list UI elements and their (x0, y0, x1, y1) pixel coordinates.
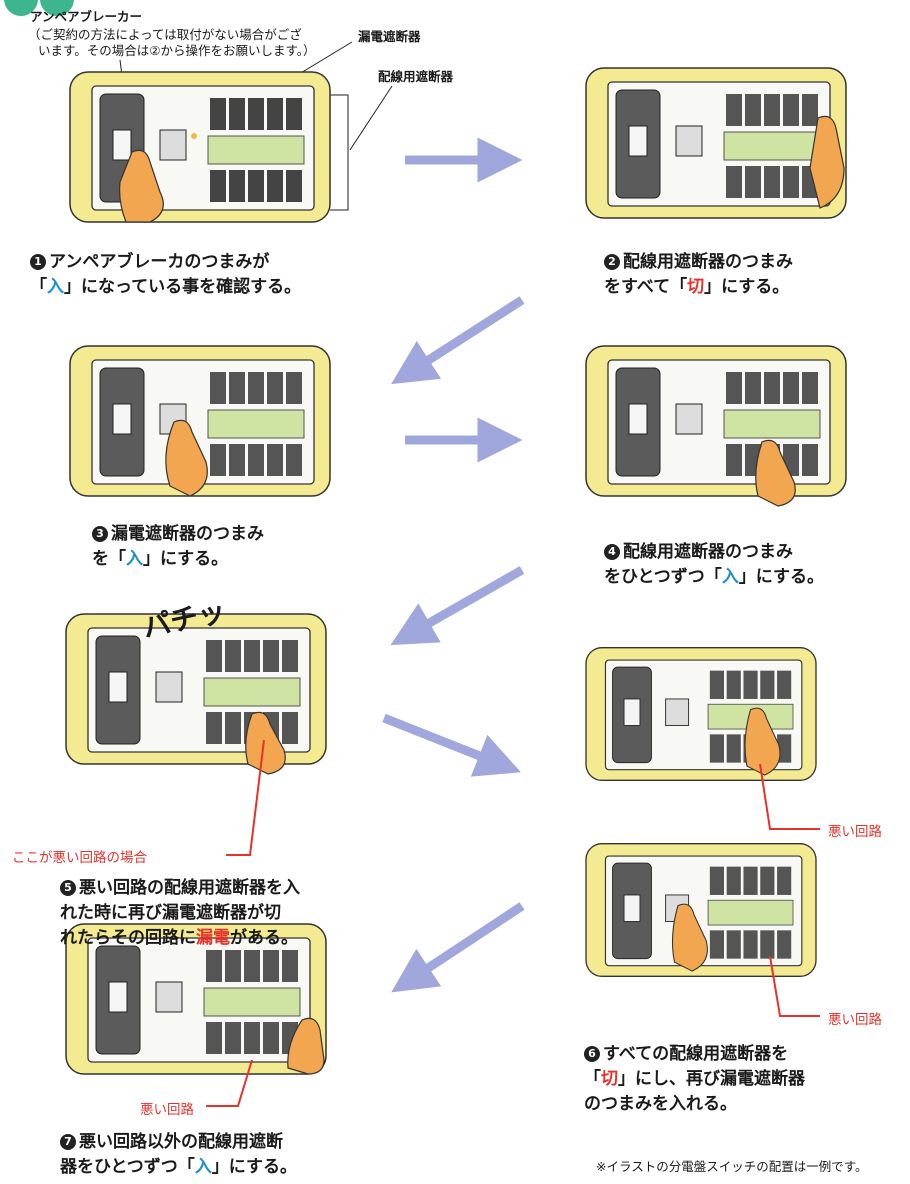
bad-circuit-case-callout: ここが悪い回路の場合 (12, 850, 147, 866)
arrow-down-left-icon (391, 902, 525, 993)
hand-icon (245, 711, 286, 775)
breaker-panel-6a (585, 646, 817, 782)
hand-icon (165, 419, 208, 497)
bad-circuit-callout: 悪い回路 (828, 1012, 882, 1028)
wiring-breakers (210, 98, 302, 202)
hand-icon (809, 115, 845, 209)
hand-icon (287, 1017, 325, 1075)
breaker-panel-2 (585, 67, 847, 219)
ampere-breaker-title: アンペアブレーカー (30, 9, 143, 24)
hand-icon (119, 149, 164, 223)
breaker-panel-7 (65, 923, 327, 1075)
arrow-down-right-icon (382, 713, 521, 777)
ampere-breaker-note: （ご契約の方法によっては取付がない場合がござ (28, 27, 302, 42)
decorative-circle (4, 0, 38, 16)
decorative-circle (40, 0, 74, 16)
leakage-breaker-label: 漏電遮断器 (358, 29, 421, 44)
footnote: ※イラストの分電盤スイッチの配置は一例です。 (596, 1159, 868, 1174)
breaker-panel-6b (585, 842, 817, 978)
ampere-breaker-note: います。その場合は②から操作をお願いします。） (38, 43, 316, 58)
bad-circuit-callout: 悪い回路 (828, 824, 882, 840)
bad-circuit-callout: 悪い回路 (140, 1102, 194, 1118)
hand-icon (744, 707, 781, 776)
breaker-panel-1 (69, 71, 331, 223)
hand-icon (755, 439, 796, 507)
arrow-down-left-icon (391, 296, 525, 385)
breaker-panel-4 (585, 345, 847, 507)
hand-icon (671, 903, 708, 972)
arrow-down-left-icon (390, 566, 525, 646)
breaker-panel-5 (65, 613, 327, 775)
breaker-panel-3 (69, 345, 331, 497)
wiring-breaker-label: 配線用遮断器 (378, 69, 454, 84)
